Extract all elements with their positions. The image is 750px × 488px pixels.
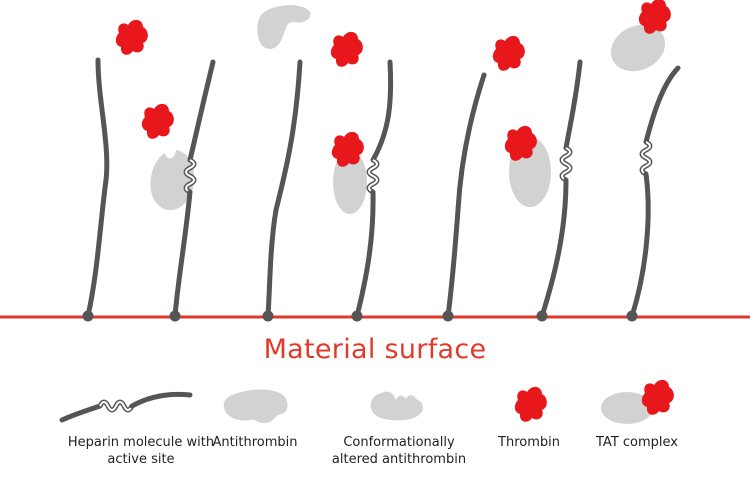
thrombin-shape <box>493 36 525 71</box>
legend-altered-antithrombin-icon <box>371 392 423 421</box>
heparin-molecule-5 <box>443 75 485 322</box>
material-surface-label: Material surface <box>0 334 750 365</box>
heparin-molecule-1 <box>83 60 107 322</box>
legend-tat-complex-icon <box>601 380 674 424</box>
legend-tat-complex-label: TAT complex <box>562 434 712 451</box>
thrombin-shape <box>116 20 148 55</box>
legend-altered-antithrombin-label: Conformationally altered antithrombin <box>324 434 474 468</box>
thrombin-shape <box>142 104 174 139</box>
legend-antithrombin-label: Antithrombin <box>180 434 330 451</box>
legend-antithrombin-icon <box>224 390 288 424</box>
antithrombin-shape <box>257 5 310 49</box>
legend-heparin-icon <box>62 394 190 420</box>
thrombin-shape <box>331 32 363 67</box>
heparin-molecule-3 <box>263 62 301 322</box>
heparin-molecule-7 <box>627 68 679 322</box>
legend-thrombin-icon <box>515 387 547 422</box>
